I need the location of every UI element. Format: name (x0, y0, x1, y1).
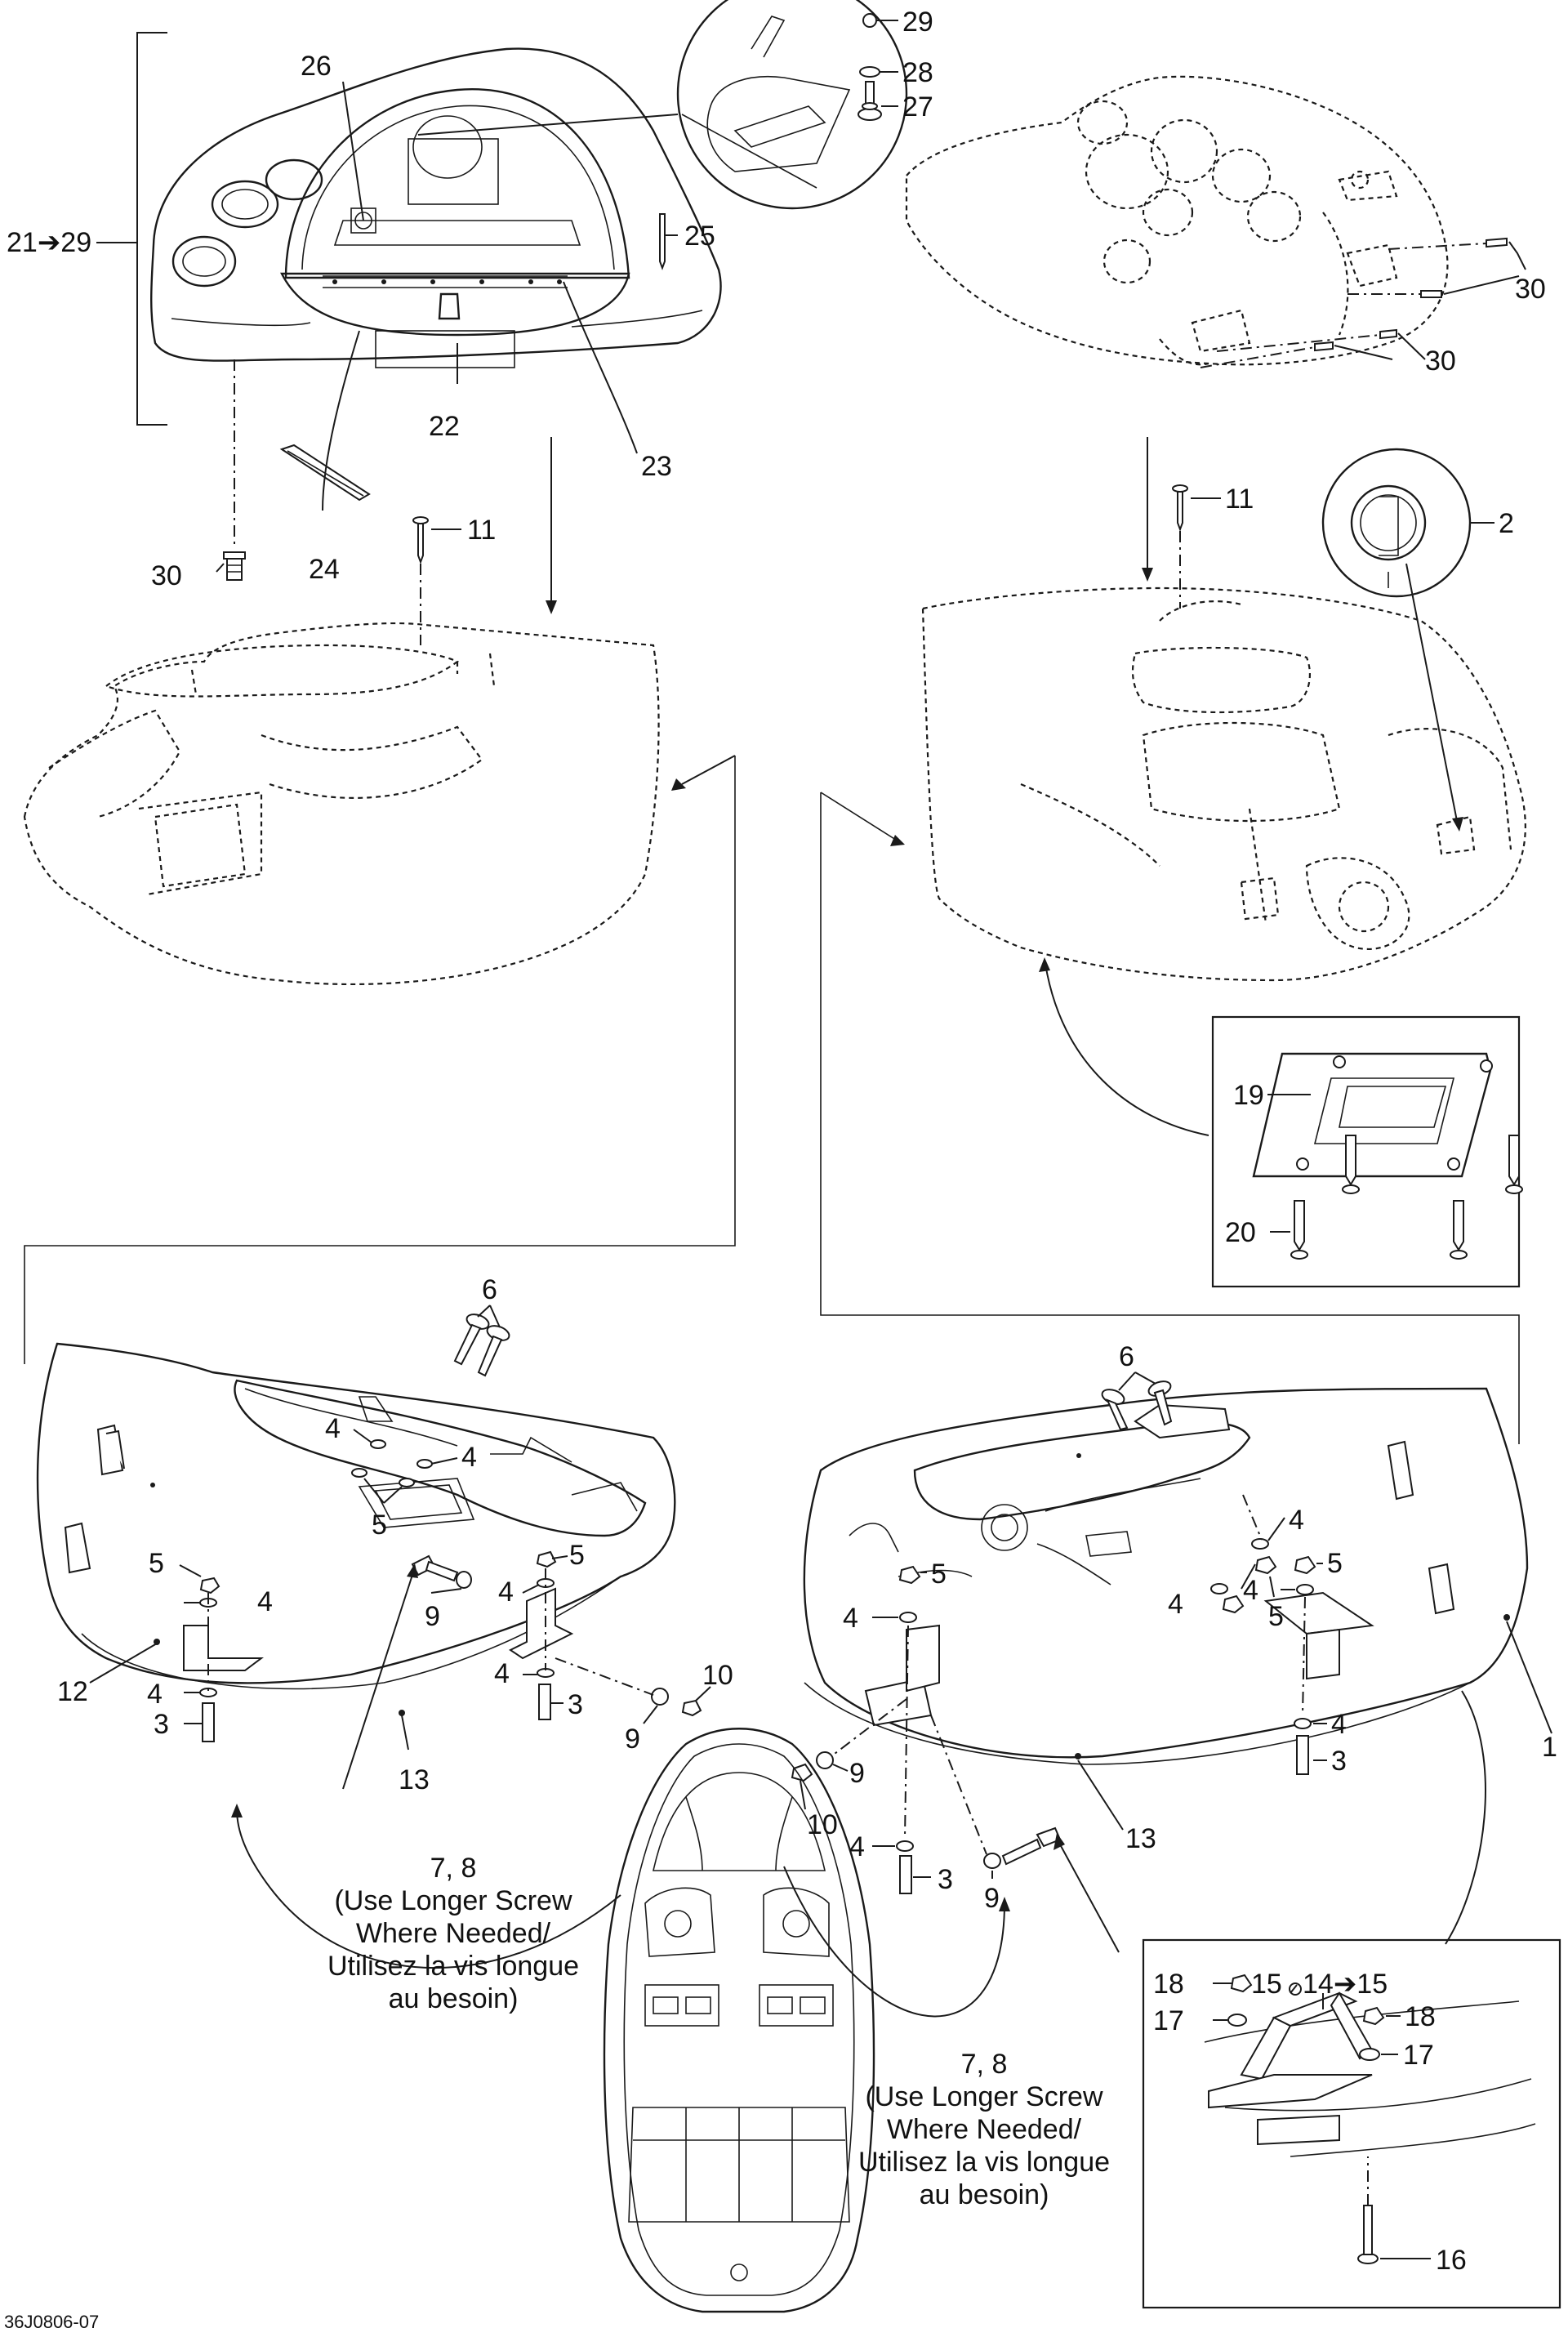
callout-10-b: 10 (807, 1809, 838, 1840)
callout-4-d: 4 (498, 1577, 514, 1608)
assembly-arrow-right-deck (820, 792, 1520, 1444)
callout-6-right: 6 (1119, 1341, 1134, 1372)
callout-15: 15 (1251, 1969, 1282, 2000)
callout-9-c: 9 (849, 1758, 865, 1789)
callout-4-e: 4 (147, 1679, 163, 1710)
callout-5-e: 5 (931, 1559, 947, 1590)
note-right: 7, 8 (Use Longer Screw Where Needed/ Uti… (858, 2049, 1110, 2210)
callout-13-b: 13 (1125, 1823, 1156, 1854)
callout-5-b: 5 (149, 1548, 164, 1579)
callout-5-a: 5 (372, 1510, 387, 1541)
screws-6-right (1101, 1371, 1173, 1431)
callout-30-top: 30 (1515, 274, 1546, 305)
note-left-line3: Where Needed/ (356, 1918, 551, 1949)
assembly-arrow-left (546, 437, 557, 614)
side-panel-12 (36, 1342, 676, 1716)
curved-arrows-boat (231, 1804, 1010, 2018)
assembly-arrow-right (1142, 437, 1153, 582)
callout-4-l: 4 (849, 1831, 865, 1862)
connector-frame-left (24, 756, 736, 1364)
callout-9-a: 9 (425, 1601, 440, 1632)
screw-11-left (412, 516, 461, 645)
callout-labels: 21➔29 26 29 28 27 25 22 23 24 30 11 30 3… (7, 7, 1557, 2276)
callout-4-k: 4 (1331, 1709, 1347, 1740)
callout-14-15: 14➔15 (1303, 1969, 1388, 2000)
callout-11-right: 11 (1225, 484, 1254, 515)
console-assembly-top-left (96, 0, 908, 581)
callout-30-bottom: 30 (1425, 346, 1456, 377)
note-left-line4: Utilisez la vis longue (327, 1951, 579, 1982)
dash-panel-top-right (905, 75, 1526, 368)
callout-3-a: 3 (154, 1709, 169, 1740)
screw-11-right (1172, 484, 1221, 609)
callout-12: 12 (57, 1676, 88, 1707)
callout-5-f: 5 (1327, 1548, 1343, 1579)
callout-4-i: 4 (843, 1603, 858, 1634)
callout-3-d: 3 (938, 1864, 953, 1895)
callout-9-d: 9 (984, 1883, 1000, 1914)
deck-left-dashed (23, 622, 660, 986)
note-left-line5: au besoin) (389, 1983, 519, 2014)
callout-22: 22 (429, 411, 460, 442)
callout-3-b: 3 (568, 1689, 583, 1720)
note-left-line1: 7, 8 (430, 1853, 477, 1884)
callout-23: 23 (641, 451, 672, 482)
callout-4-a: 4 (325, 1413, 341, 1444)
deck-right-dashed (921, 586, 1526, 982)
boat-top-view (603, 1728, 875, 2313)
callout-4-h: 4 (1168, 1589, 1183, 1620)
note-right-line2: (Use Longer Screw (865, 2081, 1102, 2112)
callout-25: 25 (684, 221, 715, 252)
note-right-line4: Utilisez la vis longue (858, 2147, 1110, 2178)
note-left: 7, 8 (Use Longer Screw Where Needed/ Uti… (327, 1853, 579, 2014)
callout-4-f: 4 (494, 1658, 510, 1689)
note-right-line1: 7, 8 (961, 2049, 1008, 2080)
callout-2: 2 (1499, 508, 1514, 539)
screws-6-left (453, 1305, 510, 1377)
fasteners-right-panel (791, 1494, 1552, 1953)
callout-21-29: 21➔29 (7, 227, 91, 258)
callout-19: 19 (1233, 1080, 1264, 1111)
note-right-line5: au besoin) (920, 2179, 1049, 2210)
assembly-arrow-left-deck (671, 755, 736, 791)
callout-1: 1 (1542, 1732, 1557, 1763)
callout-17-right: 17 (1403, 2040, 1434, 2071)
callout-4-j: 4 (1243, 1575, 1258, 1606)
inset-box-19-20 (1211, 1015, 1523, 1288)
callout-20: 20 (1225, 1217, 1256, 1248)
callout-18-left: 18 (1153, 1969, 1184, 2000)
callout-18-right: 18 (1405, 2001, 1436, 2032)
callout-27: 27 (902, 91, 933, 123)
callout-4-g: 4 (1289, 1505, 1304, 1536)
fasteners-left-panel (89, 1429, 711, 1790)
callout-13-a: 13 (399, 1764, 430, 1795)
callout-10-a: 10 (702, 1660, 733, 1691)
note-left-line2: (Use Longer Screw (334, 1885, 572, 1916)
callout-26: 26 (301, 51, 332, 82)
callout-6-left: 6 (482, 1274, 497, 1305)
note-right-line3: Where Needed/ (887, 2114, 1082, 2145)
zoom-circle-item-2 (1321, 448, 1494, 832)
curved-arrow-19 (1039, 957, 1209, 1136)
callout-17-left: 17 (1153, 2005, 1184, 2036)
callout-30-left: 30 (151, 560, 182, 591)
inset-box-14-18 (1142, 1690, 1561, 2309)
callout-5-d: 5 (1268, 1601, 1284, 1632)
callout-11-left: 11 (467, 515, 496, 546)
figure-code: 36J0806-07 (4, 2312, 99, 2332)
callout-5-c: 5 (569, 1540, 585, 1571)
callout-28: 28 (902, 57, 933, 88)
callout-4-b: 4 (461, 1442, 477, 1473)
callout-4-c: 4 (257, 1586, 273, 1617)
side-panel-1 (803, 1387, 1529, 1765)
callout-24: 24 (309, 554, 340, 585)
callout-3-c: 3 (1331, 1746, 1347, 1777)
callout-9-b: 9 (625, 1724, 640, 1755)
callout-29: 29 (902, 7, 933, 38)
callout-16: 16 (1436, 2245, 1467, 2276)
